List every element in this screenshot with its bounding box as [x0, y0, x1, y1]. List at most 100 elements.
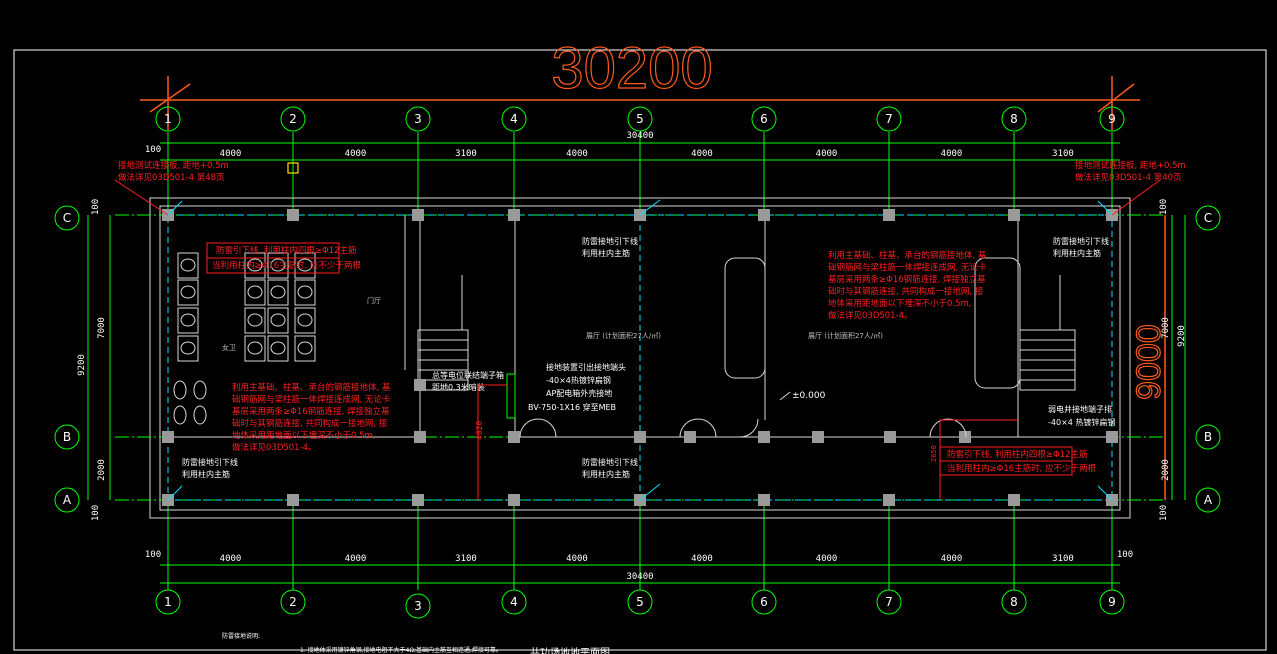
down-right-top-2: 利用柱内主筋 — [1053, 248, 1101, 258]
down-left-bottom-2: 利用柱内主筋 — [182, 469, 230, 479]
axis-bubble-right-C — [1195, 205, 1221, 231]
toilet-stall — [244, 279, 266, 306]
elevation-mark: ±0.000 — [792, 391, 826, 401]
axis-label-bottom-6: 6 — [760, 595, 768, 609]
column — [287, 209, 299, 221]
found-right-4: 础时与其钢筋连接, 共同构成一接地网, 接 — [828, 286, 984, 297]
found-left-6: 做法详见03D501-4。 — [232, 442, 317, 453]
toilet-fixtures — [173, 252, 316, 425]
axis-label-top-7: 7 — [885, 112, 893, 126]
found-right-6: 做法详见03D501-4。 — [828, 310, 913, 321]
toilet-stall — [244, 252, 266, 279]
down-right-top-1: 防雷接地引下线 — [1053, 236, 1109, 246]
toilet-bowl — [180, 285, 196, 299]
toilet-stall — [177, 307, 199, 334]
toilet-stall — [177, 252, 199, 279]
span-bottom-6: 4000 — [816, 554, 838, 564]
ground-lead-4 — [167, 485, 183, 501]
ground-lead-5 — [639, 483, 661, 501]
axis-bubble-top-8 — [1001, 106, 1027, 132]
cursor-pickbox[interactable] — [287, 162, 299, 174]
axis-bubble-top-7 — [876, 106, 902, 132]
toilet-bowl — [270, 258, 286, 272]
found-left-4: 础时与其钢筋连接, 共同构成一接地网, 接 — [232, 418, 388, 429]
equip-label-2: -40×4 热镀锌扁钢 — [1048, 417, 1115, 427]
leader-test-left — [114, 179, 169, 216]
dim-left-100-top: 100 — [91, 199, 101, 215]
ground-lead-1 — [167, 200, 183, 216]
toilet-stall — [267, 252, 289, 279]
urinal — [173, 405, 187, 425]
toilet-bowl — [297, 285, 313, 299]
column — [508, 431, 520, 443]
stair-left — [417, 275, 469, 391]
span-bottom-8: 3100 — [1052, 554, 1074, 564]
span-top-3: 3100 — [455, 149, 477, 159]
column — [812, 431, 824, 443]
display-platform-right — [974, 257, 1021, 389]
label-test-left-1: 接地测试连接板, 距地+0.5m — [118, 160, 229, 171]
axis-bubble-bottom-4 — [501, 589, 527, 615]
urinal — [173, 380, 187, 400]
axis-bubble-right-A — [1195, 487, 1221, 513]
toilet-bowl — [270, 341, 286, 355]
axis-label-top-6: 6 — [760, 112, 768, 126]
toilet-bowl — [247, 341, 263, 355]
ground-lead-6 — [1097, 485, 1113, 501]
axis-label-bottom-5: 5 — [636, 595, 644, 609]
dim-right-100-bottom: 100 — [1159, 505, 1169, 521]
axis-label-right-A: A — [1204, 493, 1213, 507]
span-top-4: 4000 — [566, 149, 588, 159]
axis-bubble-bottom-8 — [1001, 589, 1027, 615]
dim-total-top: 30400 — [626, 131, 653, 141]
span-top-7: 4000 — [941, 149, 963, 159]
toilet-bowl — [180, 313, 196, 327]
toilet-bowl — [270, 285, 286, 299]
axis-label-right-C: C — [1204, 211, 1212, 225]
toilet-stall — [294, 307, 316, 334]
column — [634, 431, 646, 443]
urinal — [193, 405, 207, 425]
room-toilet-f: 女卫 — [222, 343, 236, 352]
span-bottom-7: 4000 — [941, 554, 963, 564]
big-dim-tick-right — [1097, 83, 1135, 113]
dim-left-2000: 2000 — [97, 459, 107, 481]
toilet-bowl — [297, 313, 313, 327]
found-left-1: 利用主基础、柱基、承台的钢筋接地体, 基 — [232, 382, 391, 393]
column — [883, 494, 895, 506]
down-left-bottom-1: 防雷接地引下线 — [182, 457, 238, 467]
note-heading: 防雷接地说明: — [222, 632, 260, 640]
toilet-bowl — [180, 258, 196, 272]
ground-lead-2 — [639, 199, 661, 216]
axis-label-left-C: C — [63, 211, 71, 225]
found-right-2: 础钢筋网与梁柱筋一体焊接连成网, 无论卡 — [828, 262, 987, 273]
column — [508, 209, 520, 221]
column — [414, 379, 426, 391]
column — [414, 431, 426, 443]
dim-right-7000: 7000 — [1161, 317, 1171, 339]
box-left-line2: 当利用柱内≥Φ16主筋时, 应不少于两根 — [212, 260, 362, 271]
axis-label-bottom-4: 4 — [510, 595, 518, 609]
building-outer-wall — [149, 197, 1131, 519]
span-top-8: 3100 — [1052, 149, 1074, 159]
dim-left-100-bottom: 100 — [91, 505, 101, 521]
axis-bubble-top-9 — [1099, 106, 1125, 132]
meb-box — [506, 373, 516, 419]
dim-right-2000: 2000 — [1161, 459, 1171, 481]
dim-left-7000: 7000 — [97, 317, 107, 339]
span-bottom-2: 4000 — [345, 554, 367, 564]
found-right-3: 基层采用两条≥Φ16钢筋连接, 焊接独立基 — [828, 274, 986, 285]
room-hall-right: 展厅 (计划面积27人/㎡) — [808, 331, 883, 340]
span-bottom-4: 4000 — [566, 554, 588, 564]
column — [1008, 494, 1020, 506]
dim-edge-bottom-left: 100 — [145, 550, 161, 560]
dim-total-bottom: 30400 — [626, 572, 653, 582]
column — [758, 494, 770, 506]
stair-right — [1019, 275, 1076, 391]
column — [758, 209, 770, 221]
